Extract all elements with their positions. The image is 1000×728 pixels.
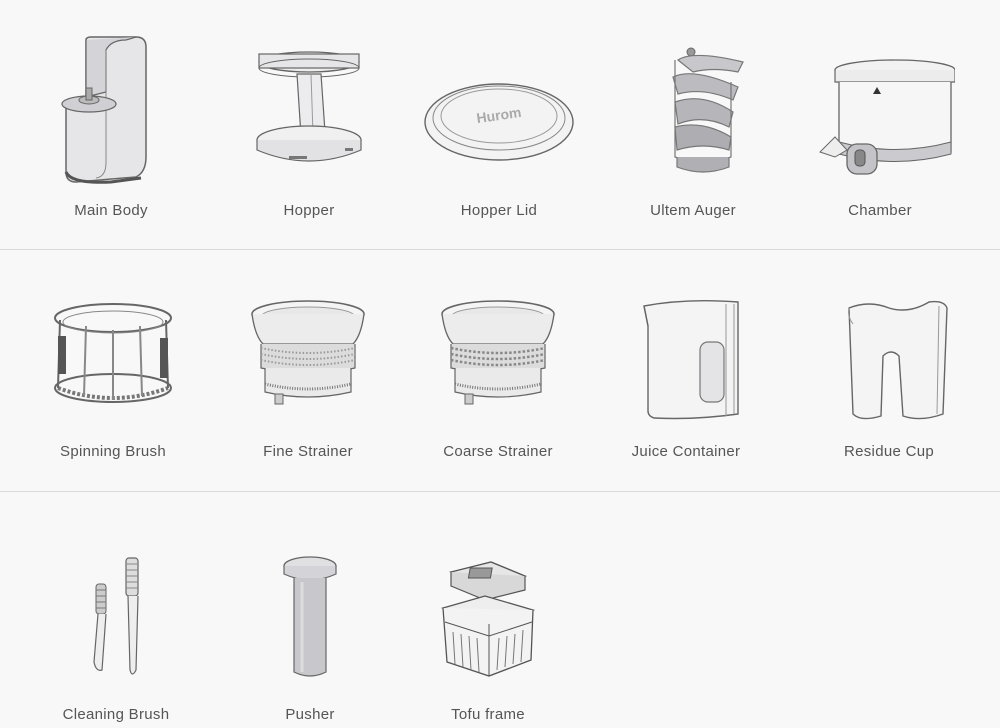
part-label: Spinning Brush (60, 443, 166, 460)
hurom-logo-text: Hurom (475, 104, 522, 126)
cleaning-brush-icon (93, 557, 139, 675)
part-label: Juice Container (631, 443, 741, 460)
spinning-brush-icon (54, 303, 172, 403)
chamber-icon (819, 59, 955, 175)
hopper-lid-icon: Hurom (424, 83, 574, 161)
hopper-icon (256, 51, 362, 162)
part-label: Chamber (848, 202, 912, 219)
part-label: Ultem Auger (650, 202, 736, 219)
part-label: Tofu frame (451, 706, 525, 723)
tofu-frame-icon (440, 561, 536, 677)
row-divider-2 (0, 491, 1000, 492)
coarse-strainer-icon (441, 300, 555, 405)
part-label: Residue Cup (843, 443, 935, 460)
part-label: Cleaning Brush (62, 706, 170, 723)
part-label: Coarse Strainer (443, 443, 553, 460)
fine-strainer-icon (251, 300, 365, 405)
auger-icon (672, 47, 744, 173)
row-divider-1 (0, 249, 1000, 250)
main-body-icon (61, 36, 147, 184)
juice-container-icon (643, 299, 739, 420)
part-label: Hopper (283, 202, 335, 219)
part-label: Main Body (74, 202, 148, 219)
part-label: Pusher (285, 706, 335, 723)
part-label: Fine Strainer (263, 443, 353, 460)
residue-cup-icon (848, 300, 948, 420)
part-label: Hopper Lid (460, 202, 538, 219)
pusher-icon (283, 556, 337, 677)
